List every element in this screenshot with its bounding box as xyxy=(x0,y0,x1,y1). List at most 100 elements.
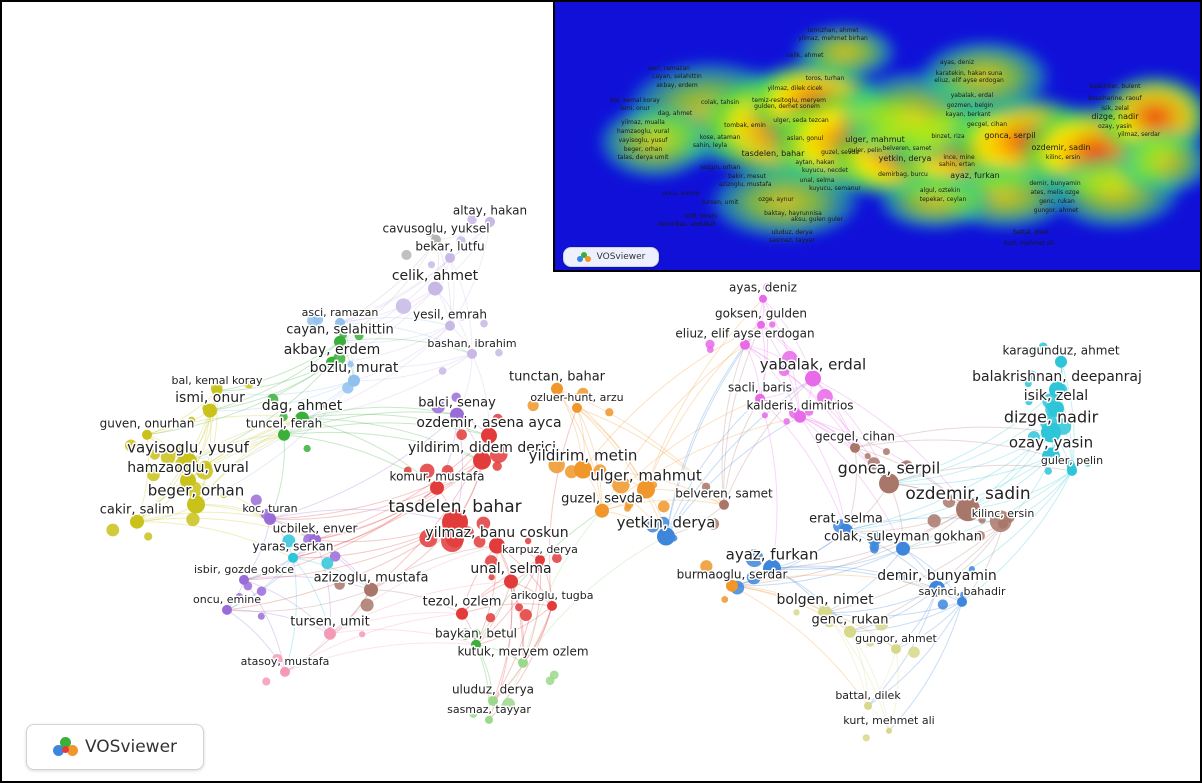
author-label[interactable]: battal, dilek xyxy=(834,688,903,704)
author-node[interactable] xyxy=(1055,355,1067,368)
author-node[interactable] xyxy=(719,499,729,510)
author-label[interactable]: colak, suleyman gokhan xyxy=(823,528,984,546)
author-label[interactable]: ozdemir, asena ayca xyxy=(415,414,563,433)
author-label[interactable]: beger, orhan xyxy=(146,480,246,501)
author-label[interactable]: baykan, betul xyxy=(433,625,518,642)
author-label[interactable]: bekar, lutfu xyxy=(414,238,486,255)
author-label[interactable]: guzel, sevda xyxy=(560,490,645,508)
author-label[interactable]: kalderis, dimitrios xyxy=(745,397,855,414)
author-label[interactable]: bal, kemal koray xyxy=(170,373,264,389)
author-node[interactable] xyxy=(264,512,276,525)
author-node[interactable] xyxy=(535,554,545,565)
author-label[interactable]: koc, turan xyxy=(241,501,299,517)
author-node[interactable] xyxy=(489,537,505,554)
author-node[interactable] xyxy=(288,552,298,563)
author-label[interactable]: asci, ramazan xyxy=(300,305,380,321)
author-node[interactable] xyxy=(896,541,910,556)
author-label[interactable]: bolgen, nimet xyxy=(775,591,876,610)
author-label[interactable]: ayas, deniz xyxy=(728,279,799,296)
author-node[interactable] xyxy=(757,320,765,329)
author-label[interactable]: oncu, emine xyxy=(192,592,263,608)
author-node[interactable] xyxy=(998,518,1008,529)
author-node[interactable] xyxy=(755,393,765,404)
author-label[interactable]: balci, senay xyxy=(417,394,498,412)
author-label[interactable]: ozdemir, sadin xyxy=(904,483,1032,506)
author-label[interactable]: ismi, onur xyxy=(174,389,247,408)
author-node[interactable] xyxy=(239,574,249,585)
author-node[interactable] xyxy=(445,252,455,263)
author-label[interactable]: eliuz, elif ayse erdogan xyxy=(674,325,816,342)
author-node[interactable] xyxy=(957,596,967,607)
author-node[interactable] xyxy=(740,339,750,350)
author-label[interactable]: cayan, selahittin xyxy=(285,321,396,339)
author-node[interactable] xyxy=(348,374,360,387)
author-label[interactable]: atasoy, mustafa xyxy=(239,654,331,670)
author-node[interactable] xyxy=(431,234,441,245)
author-label[interactable]: tunctan, bahar xyxy=(507,368,607,386)
author-label[interactable]: ozay, yasin xyxy=(1007,432,1094,453)
author-label[interactable]: tasdelen, bahar xyxy=(387,496,523,519)
author-label[interactable]: ayaz, furkan xyxy=(724,544,820,565)
author-label[interactable]: komur, mustafa xyxy=(388,468,486,485)
author-node[interactable] xyxy=(280,666,290,677)
author-label[interactable]: yesil, emrah xyxy=(412,306,489,323)
author-label[interactable]: ozluer-hunt, arzu xyxy=(529,390,625,406)
author-label[interactable]: yildirim, didem derici xyxy=(406,439,557,458)
author-node[interactable] xyxy=(572,402,582,413)
author-node[interactable] xyxy=(818,605,832,620)
author-node[interactable] xyxy=(485,216,495,227)
author-node[interactable] xyxy=(879,473,899,494)
author-node[interactable] xyxy=(956,497,980,522)
author-node[interactable] xyxy=(551,382,563,395)
author-label[interactable]: azizoglu, mustafa xyxy=(312,569,430,587)
author-label[interactable]: sacli, baris xyxy=(727,379,794,396)
author-label[interactable]: karagunduz, ahmet xyxy=(1001,342,1121,359)
author-node[interactable] xyxy=(326,356,338,369)
author-node[interactable] xyxy=(839,523,853,538)
author-node[interactable] xyxy=(1048,400,1064,417)
author-node[interactable] xyxy=(574,460,592,479)
author-node[interactable] xyxy=(442,509,468,536)
author-node[interactable] xyxy=(450,407,464,422)
author-node[interactable] xyxy=(886,727,892,734)
author-label[interactable]: sasmaz, tayyar xyxy=(446,702,533,718)
author-node[interactable] xyxy=(430,480,444,495)
author-label[interactable]: yildirim, metin xyxy=(527,445,639,466)
author-label[interactable]: cakir, salim xyxy=(98,501,176,519)
author-label[interactable]: karpuz, derya xyxy=(501,542,580,558)
author-node[interactable] xyxy=(844,625,856,638)
author-label[interactable]: kurt, mehmet ali xyxy=(842,713,936,729)
author-label[interactable]: belveren, samet xyxy=(674,485,775,502)
author-node[interactable] xyxy=(335,317,345,328)
author-node[interactable] xyxy=(364,582,378,597)
author-node[interactable] xyxy=(467,348,477,359)
author-label[interactable]: cavusoglu, yuksel xyxy=(381,220,491,237)
author-node[interactable] xyxy=(850,442,860,453)
author-node[interactable] xyxy=(657,527,675,546)
author-label[interactable]: gungor, ahmet xyxy=(854,631,939,647)
author-node[interactable] xyxy=(488,695,498,706)
author-label[interactable]: uluduz, derya xyxy=(450,681,535,698)
author-node[interactable] xyxy=(324,627,336,640)
author-node[interactable] xyxy=(295,411,309,426)
author-node[interactable] xyxy=(864,701,872,710)
author-label[interactable]: goksen, gulden xyxy=(714,305,809,322)
author-node[interactable] xyxy=(805,370,821,387)
author-label[interactable]: yetkin, derya xyxy=(615,512,717,533)
author-label[interactable]: arikoglu, tugba xyxy=(509,588,595,604)
author-label[interactable]: kutuk, meryem ozlem xyxy=(456,643,590,660)
author-node[interactable] xyxy=(180,472,196,489)
author-node[interactable] xyxy=(726,579,738,592)
author-label[interactable]: guven, onurhan xyxy=(98,415,196,432)
author-node[interactable] xyxy=(187,495,205,514)
author-label[interactable]: altay, hakan xyxy=(451,202,528,219)
author-node[interactable] xyxy=(485,715,493,724)
author-node[interactable] xyxy=(1042,447,1060,466)
author-node[interactable] xyxy=(518,657,528,668)
author-node[interactable] xyxy=(547,600,557,611)
author-label[interactable]: dag, ahmet xyxy=(260,397,344,416)
author-node[interactable] xyxy=(637,480,655,499)
author-label[interactable]: guler, pelin xyxy=(1039,453,1104,469)
author-node[interactable] xyxy=(504,574,518,589)
author-node[interactable] xyxy=(481,427,497,444)
